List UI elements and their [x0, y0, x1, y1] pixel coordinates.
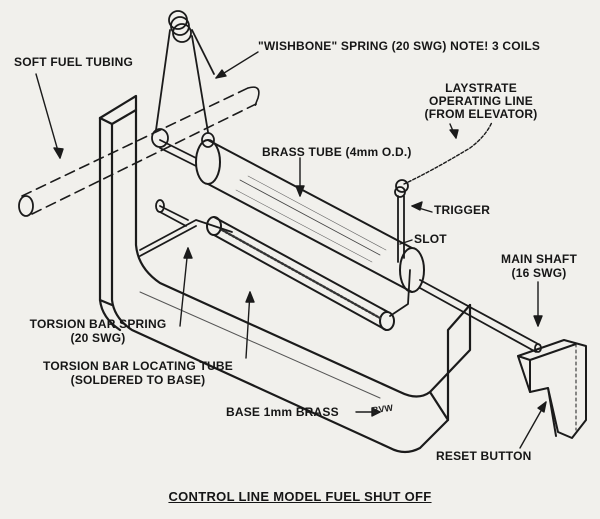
main-shaft-label-line-2: (16 SWG) [511, 266, 567, 280]
base-frame [98, 94, 472, 454]
locating-tube-label-line-2: (SOLDERED TO BASE) [70, 373, 206, 387]
diagram-caption: CONTROL LINE MODEL FUEL SHUT OFF [168, 489, 432, 504]
base-label: BASE 1mm BRASS [226, 405, 339, 419]
torsion-bar-spring-label-line-1: TORSION BAR SPRING [29, 317, 167, 331]
laystrate-label-line-2: OPERATING LINE [429, 94, 533, 108]
soft-fuel-tubing-label: SOFT FUEL TUBING [14, 55, 133, 69]
slot-label: SLOT [414, 232, 447, 246]
trigger-label: TRIGGER [434, 203, 491, 217]
reset-button-label: RESET BUTTON [436, 449, 532, 463]
brass-tube-label: BRASS TUBE (4mm O.D.) [262, 145, 412, 159]
main-shaft-label-line-1: MAIN SHAFT [501, 252, 577, 266]
laystrate-label-line-1: LAYSTRATE [445, 81, 517, 95]
locating-tube-label-line-1: TORSION BAR LOCATING TUBE [43, 359, 233, 373]
reset-button-part [517, 339, 587, 439]
main-shaft [159, 139, 542, 353]
laystrate-line [403, 121, 493, 185]
trigger [394, 179, 409, 263]
leader-lines [35, 51, 547, 449]
wishbone-spring-label: "WISHBONE" SPRING (20 SWG) NOTE! 3 COILS [258, 39, 541, 53]
wishbone-spring [151, 10, 215, 148]
tubing-end-coil [247, 86, 260, 106]
soft-fuel-tubing [21, 87, 257, 215]
laystrate-label-line-3: (FROM ELEVATOR) [424, 107, 538, 121]
brass-tube [195, 139, 425, 293]
torsion-bar-spring [139, 199, 411, 317]
tubing-end [18, 195, 34, 217]
locating-tube [206, 216, 395, 331]
torsion-bar-spring-label-line-2: (20 SWG) [70, 331, 126, 345]
